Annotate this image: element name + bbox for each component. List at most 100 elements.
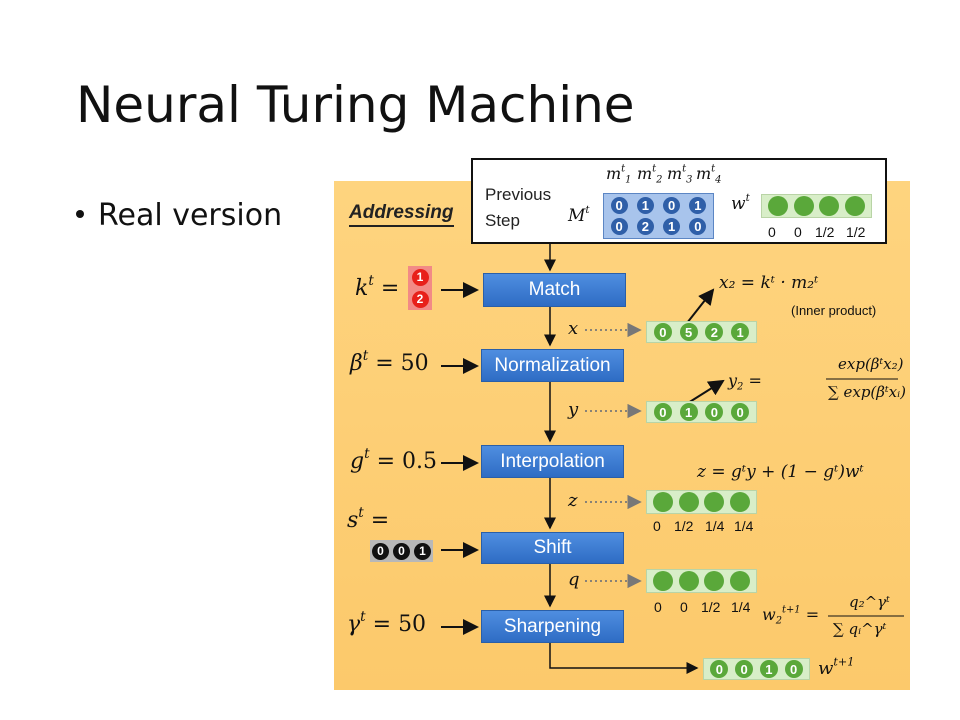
- w-next-cell: 0: [735, 660, 754, 678]
- flow-sharp-output: [549, 643, 699, 674]
- shift-cell: 0: [372, 542, 389, 560]
- q-symbol: q: [568, 569, 580, 590]
- x-cell: 0: [653, 323, 672, 341]
- q-value-4: 1/4: [731, 599, 751, 615]
- memory-cell: 1: [689, 197, 707, 214]
- weight-value-3: 1/2: [815, 224, 835, 240]
- y-symbol: y: [568, 399, 579, 420]
- memory-matrix: 0 0 1 2 0 1 1 0: [603, 193, 714, 239]
- x2-pointer: [686, 288, 715, 324]
- shift-vector: 0 0 1: [370, 540, 433, 562]
- weight-value-2: 0: [794, 224, 802, 240]
- y-cell: 0: [705, 403, 724, 421]
- gate-equation: gt = 0.5: [350, 445, 437, 474]
- q-cell: [704, 571, 725, 591]
- key-vector: 1 2: [408, 266, 432, 310]
- weight-cell: [793, 196, 814, 216]
- z-formula: z = gᵗy + (1 − gᵗ)wᵗ: [697, 462, 864, 482]
- x-cell: 2: [705, 323, 724, 341]
- memory-column-3: 0 1: [661, 197, 683, 235]
- weight-cell: [819, 196, 840, 216]
- gamma-equation: γt = 50: [347, 608, 427, 637]
- y-vector: 0 1 0 0: [646, 401, 757, 423]
- weight-value-4: 1/2: [846, 224, 866, 240]
- z-cell: [652, 492, 673, 512]
- bullet-dot-icon: [76, 209, 84, 218]
- sharpening-box: Sharpening: [481, 610, 624, 643]
- w2-denominator: ∑ qᵢ^γᵗ: [833, 620, 887, 638]
- beta-equation: βt = 50: [350, 347, 429, 376]
- normalization-box: Normalization: [481, 349, 624, 382]
- inner-product-note: (Inner product): [791, 303, 877, 318]
- weight-value-1: 0: [768, 224, 776, 240]
- y2-denominator: ∑ exp(βᵗxᵢ): [828, 383, 906, 401]
- z-symbol: z: [568, 490, 578, 511]
- q-cell: [678, 571, 699, 591]
- shift-equation: st =: [347, 504, 390, 533]
- w2-lhs: w2t+1 =: [762, 604, 820, 627]
- shift-cell: 1: [414, 542, 431, 560]
- y2-lhs: y2 =: [728, 371, 762, 393]
- previous-weight-vector: [761, 194, 872, 218]
- z-value-2: 1/2: [674, 518, 694, 534]
- memory-cell: 0: [689, 218, 707, 235]
- q-cell: [730, 571, 751, 591]
- q-cell: [652, 571, 673, 591]
- z-value-4: 1/4: [734, 518, 754, 534]
- w-next-vector: 0 0 1 0: [703, 658, 810, 680]
- key-equation: kt =: [355, 272, 400, 301]
- interpolation-box: Interpolation: [481, 445, 624, 478]
- slide-title: Neural Turing Machine: [76, 76, 635, 134]
- w2-numerator: q₂^γᵗ: [849, 593, 890, 611]
- z-vector: [646, 490, 757, 514]
- memory-column-2: 1 2: [634, 197, 656, 235]
- q-vector: [646, 569, 757, 593]
- w-next-cell: 0: [784, 660, 803, 678]
- x-symbol: x: [568, 318, 579, 339]
- bullet-text: Real version: [98, 198, 283, 233]
- shift-box: Shift: [481, 532, 624, 564]
- key-cell: 2: [411, 290, 429, 308]
- bullet-item: Real version: [76, 198, 282, 233]
- z-cell: [704, 492, 725, 512]
- memory-cell: 1: [636, 197, 654, 214]
- x-cell: 5: [679, 323, 698, 341]
- shift-cell: 0: [393, 542, 410, 560]
- weight-cell: [845, 196, 866, 216]
- memory-column-4: 1 0: [687, 197, 709, 235]
- w-next-symbol: wt+1: [818, 655, 855, 679]
- memory-cell: 0: [610, 197, 628, 214]
- previous-step-line2: Step: [485, 211, 520, 230]
- previous-step-line1: Previous: [485, 185, 552, 204]
- y2-numerator: exp(βᵗx₂): [838, 355, 904, 373]
- memory-cell: 2: [636, 218, 654, 235]
- x-cell: 1: [731, 323, 750, 341]
- y-cell: 0: [653, 403, 672, 421]
- y2-pointer: [687, 379, 725, 404]
- q-value-2: 0: [680, 599, 688, 615]
- z-value-3: 1/4: [705, 518, 725, 534]
- weight-symbol: wt: [731, 192, 750, 214]
- z-cell: [730, 492, 751, 512]
- memory-column-1: 0 0: [608, 197, 630, 235]
- memory-cell: 1: [663, 218, 681, 235]
- memory-cell: 0: [663, 197, 681, 214]
- memory-header-3: mt3: [667, 163, 693, 186]
- memory-cell: 0: [610, 218, 628, 235]
- z-cell: [678, 492, 699, 512]
- x2-formula: x₂ = kᵗ · m₂ᵗ: [719, 273, 819, 293]
- addressing-panel: [334, 181, 910, 690]
- q-value-1: 0: [654, 599, 662, 615]
- key-cell: 1: [411, 268, 429, 286]
- w-next-cell: 1: [759, 660, 778, 678]
- x-vector: 0 5 2 1: [646, 321, 757, 343]
- q-value-3: 1/2: [701, 599, 721, 615]
- memory-header-2: mt2: [637, 163, 663, 186]
- previous-step-label: Previous Step: [485, 182, 551, 234]
- memory-header-4: mt4: [696, 163, 722, 186]
- memory-symbol: Mt: [568, 204, 590, 226]
- w-next-cell: 0: [710, 660, 729, 678]
- addressing-label: Addressing: [349, 202, 454, 227]
- y-cell: 0: [731, 403, 750, 421]
